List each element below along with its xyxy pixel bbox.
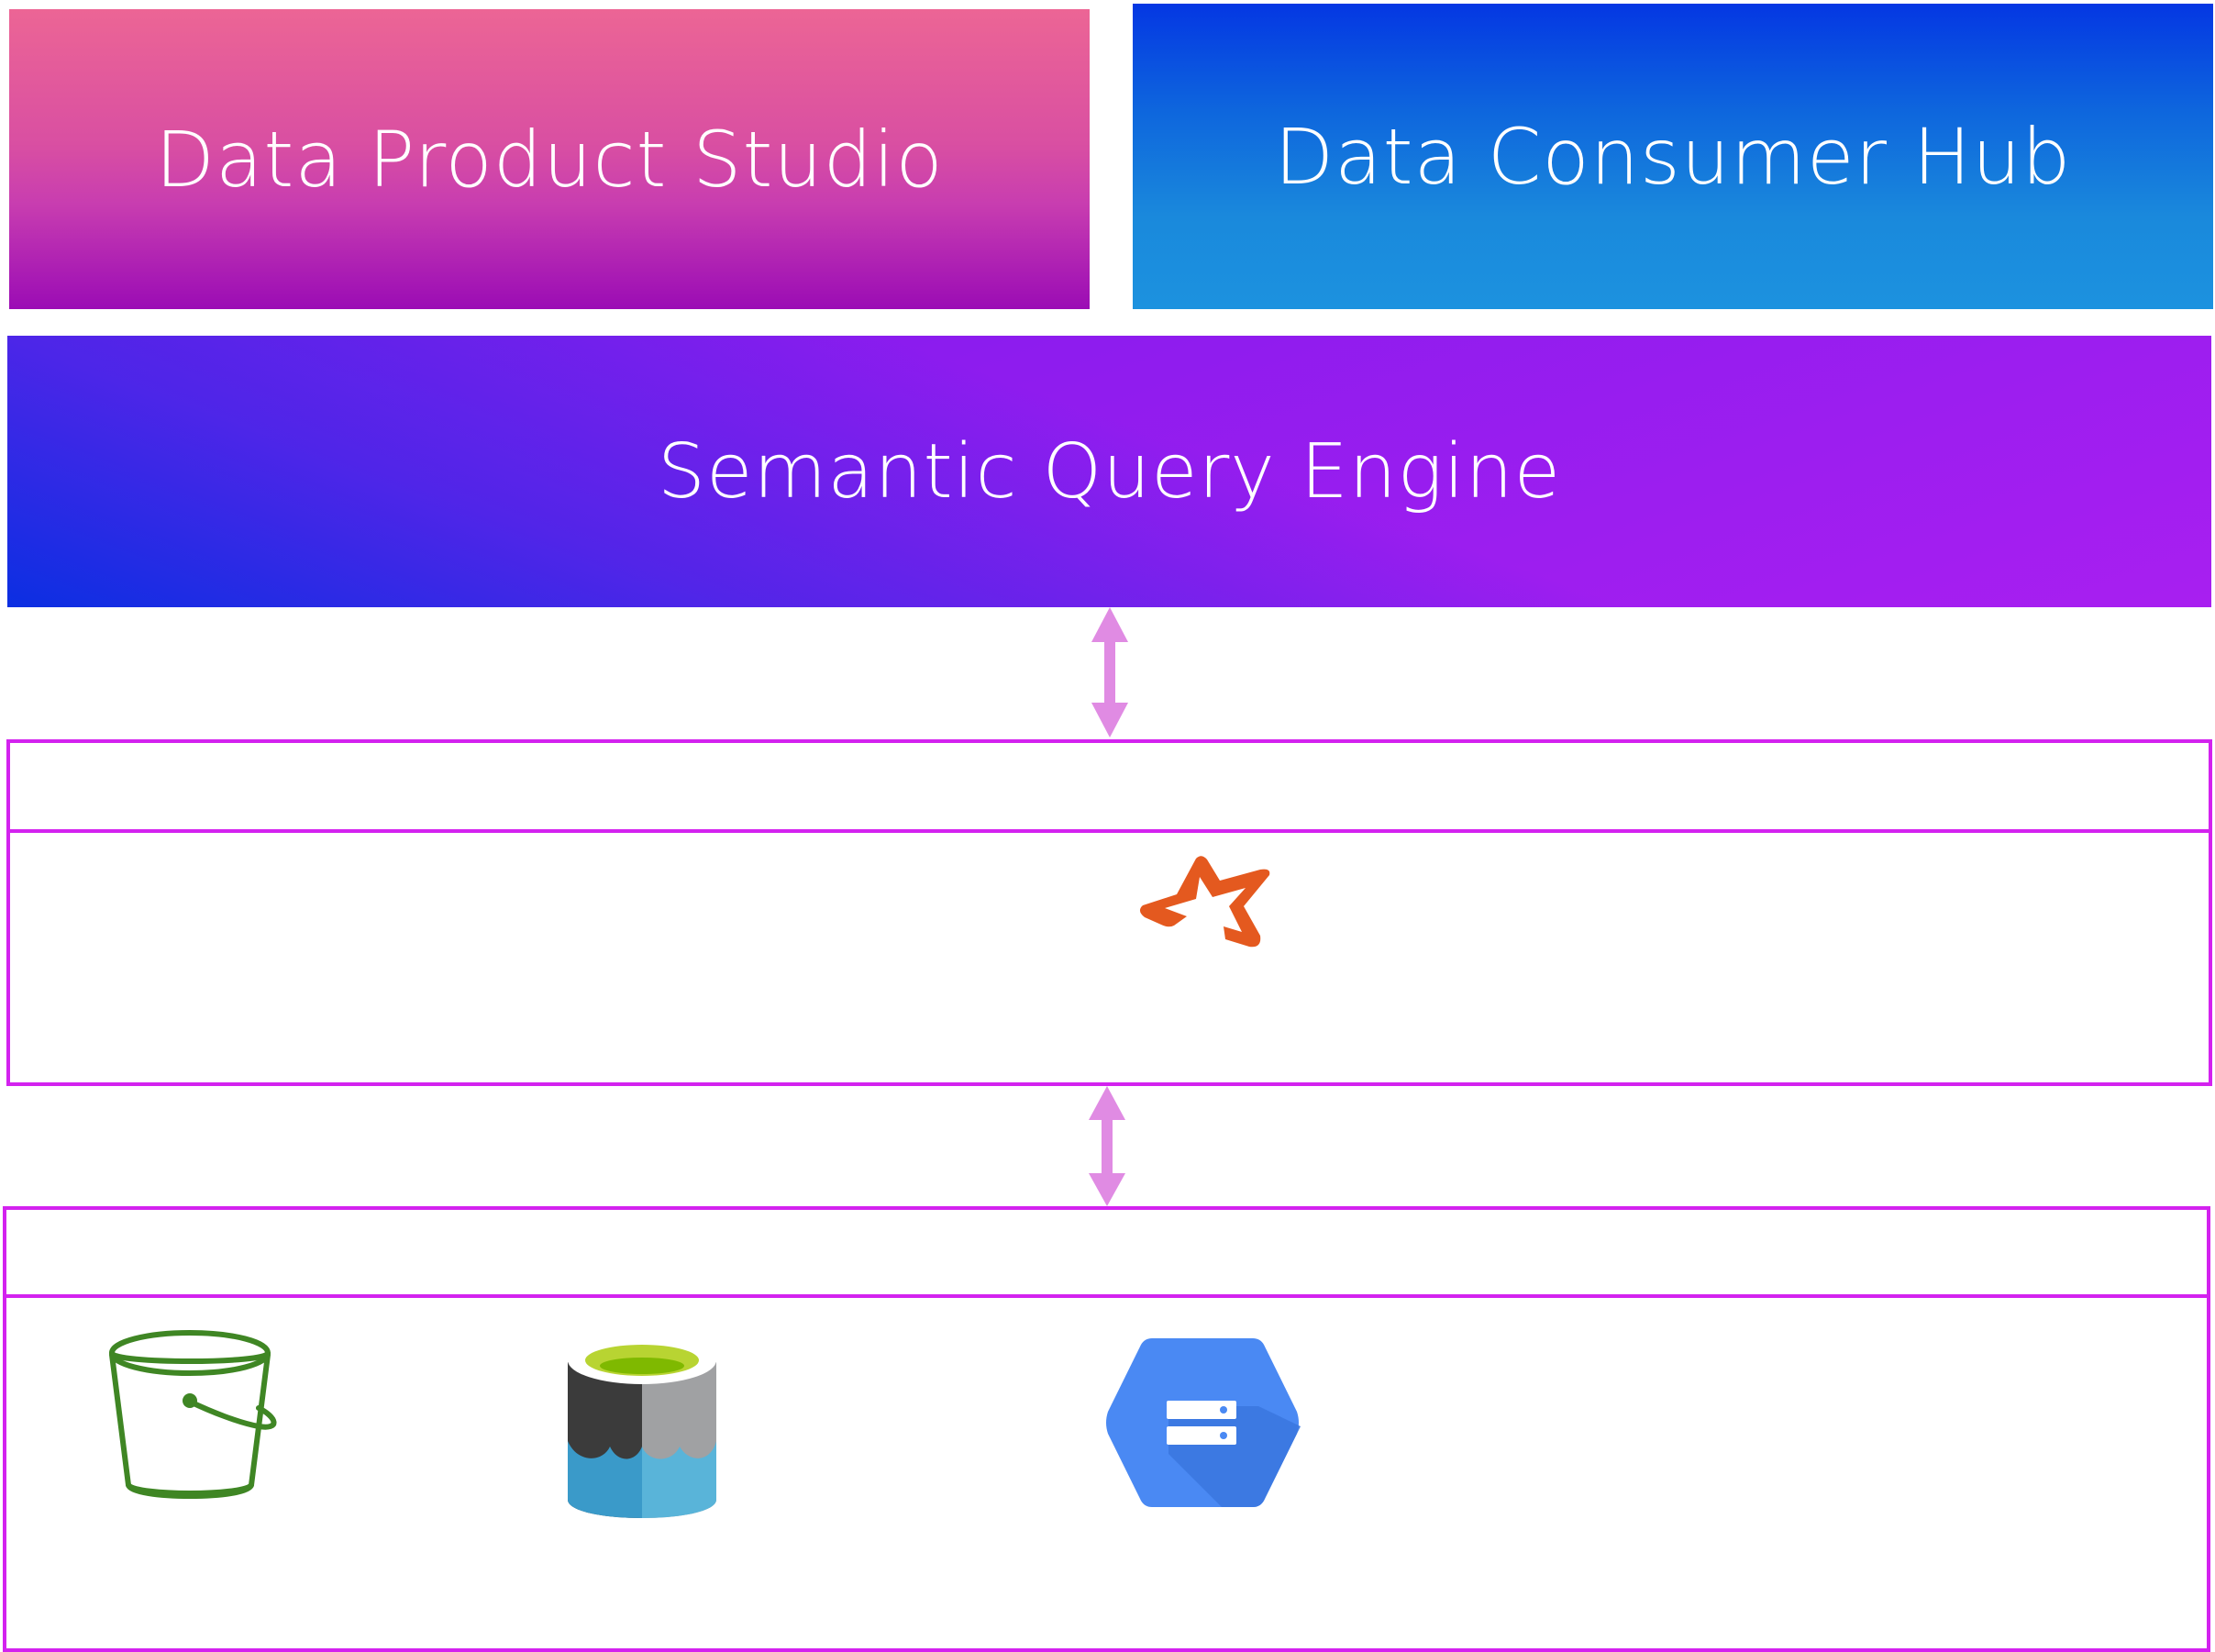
storage-layer-frame [3,1206,2210,1652]
spark-star-icon [1139,856,1270,948]
bucket-icon [109,1330,277,1499]
bidirectional-arrow-lower [1089,1086,1125,1206]
semantic-query-engine-label: Semantic Query Engine [657,427,1562,516]
compute-layer-header-divider [10,829,2209,833]
cloud-storage-icon [1106,1338,1301,1507]
data-consumer-hub-label: Data Consumer Hub [1274,111,2072,202]
bidirectional-arrow-upper [1091,607,1128,737]
data-product-studio-label: Data Product Studio [155,114,944,205]
storage-layer-header-divider [6,1294,2207,1298]
semantic-query-engine-box: Semantic Query Engine [7,336,2211,607]
data-consumer-hub-box: Data Consumer Hub [1133,4,2213,309]
compute-layer-frame [6,739,2212,1086]
data-lake-icon [568,1336,716,1518]
data-product-studio-box: Data Product Studio [9,9,1090,309]
